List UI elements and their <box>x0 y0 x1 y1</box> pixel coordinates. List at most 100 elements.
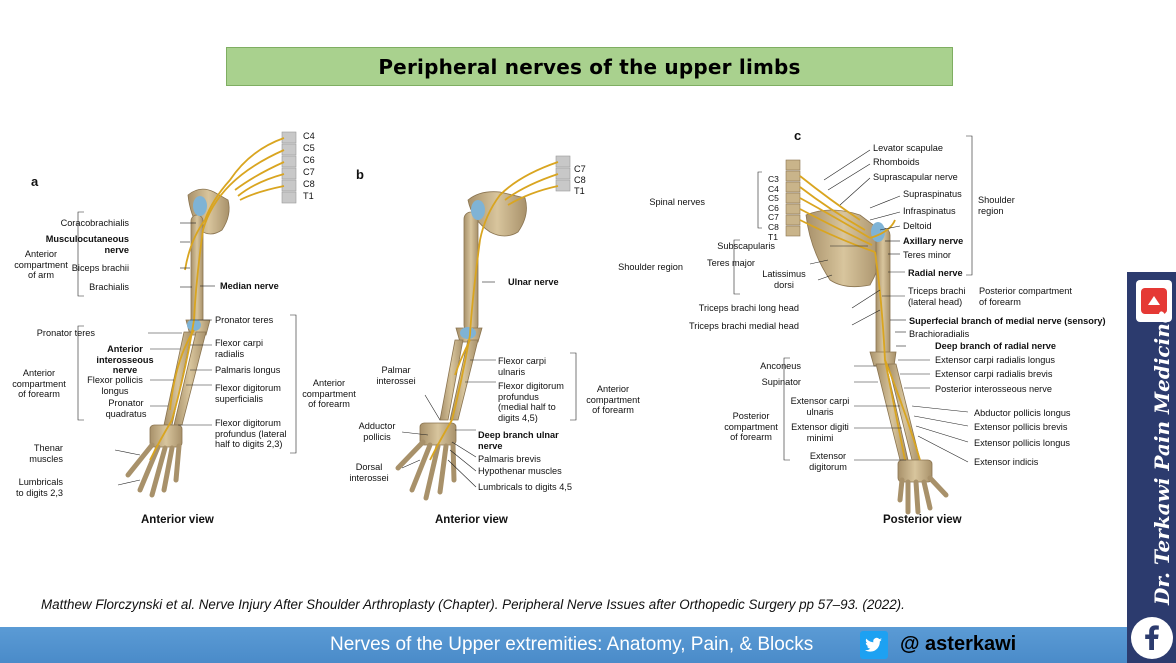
label-infraspinatus: Infraspinatus <box>903 206 956 216</box>
slide-title: Peripheral nerves of the upper limbs <box>378 54 801 79</box>
label-supraspinatus: Supraspinatus <box>903 189 962 199</box>
twitter-icon[interactable] <box>860 631 888 659</box>
panel-b-elbow <box>460 327 476 339</box>
panel-b-nerves <box>429 161 559 461</box>
panel-b-view-caption: Anterior view <box>435 514 508 526</box>
label-extensor-digiti-minimi: Extensor digiti minimi <box>791 422 849 443</box>
label-radial-nerve: Radial nerve <box>908 268 963 278</box>
label-rhomboids: Rhomboids <box>873 157 920 167</box>
label-subscapularis: Subscapularis <box>717 241 775 251</box>
root-label: T1 <box>768 231 778 242</box>
panel-a-fingers <box>125 442 182 498</box>
label-extensor-pollicis-longus: Extensor pollicis longus <box>974 438 1071 448</box>
panel-c-spine <box>785 159 801 237</box>
facebook-icon[interactable] <box>1131 617 1173 659</box>
label-extensor-carpi-radialis-longus: Extensor carpi radialis longus <box>935 355 1056 365</box>
label-lumbricals-a: Lumbricals to digits 2,3 <box>16 477 63 498</box>
panel-b-leaders <box>401 281 577 488</box>
citation: Matthew Florczynski et al. Nerve Injury … <box>41 597 905 612</box>
label-flexor-digitorum-profundus-b: Flexor digitorum profundus (medial half … <box>498 381 564 423</box>
label-teres-minor: Teres minor <box>903 250 951 260</box>
label-anconeus: Anconeus <box>760 361 801 371</box>
footer-bar: Nerves of the Upper extremities: Anatomy… <box>0 627 1127 663</box>
panel-a-letter: a <box>31 174 39 189</box>
label-extensor-carpi-ulnaris: Extensor carpi ulnaris <box>790 396 850 417</box>
label-flexor-carpi-radialis: Flexor carpi radialis <box>215 338 263 359</box>
root-label: C5 <box>303 143 315 154</box>
panel-b-joint <box>471 200 485 220</box>
label-median-nerve: Median nerve <box>220 281 279 291</box>
root-label: C6 <box>303 155 315 166</box>
label-superficial-branch: Superfecial branch of medial nerve (sens… <box>909 316 1106 326</box>
label-posterior-compartment-forearm: Posterior compartment of forearm <box>724 411 778 442</box>
label-brachioradialis: Brachioradialis <box>909 329 970 339</box>
label-levator-scapulae: Levator scapulae <box>873 143 943 153</box>
label-suprascapular-nerve: Suprascapular nerve <box>873 172 958 182</box>
label-extensor-indicis: Extensor indicis <box>974 457 1039 467</box>
label-extensor-digitorum: Extensor digitorum <box>809 451 847 472</box>
panel-c-leaders <box>733 135 973 463</box>
panel-a-spine <box>281 131 297 204</box>
label-flexor-digitorum-superficialis: Flexor digitorum superficialis <box>215 383 281 404</box>
label-coracobrachialis: Coracobrachialis <box>60 218 129 228</box>
root-label: C7 <box>303 167 315 178</box>
label-shoulder-region-right: Shoulder region <box>978 195 1015 216</box>
panel-b-fingers <box>395 439 457 501</box>
label-anterior-compartment-forearm-b: Anterior compartment of forearm <box>586 384 640 415</box>
anatomy-illustration <box>77 131 973 515</box>
root-label: C8 <box>574 175 586 185</box>
root-label: C7 <box>574 164 586 174</box>
panel-c-fingers <box>897 475 949 515</box>
label-flexor-carpi-ulnaris: Flexor carpi ulnaris <box>498 356 546 377</box>
label-biceps-brachii: Biceps brachii <box>71 263 129 273</box>
panel-c-view-caption: Posterior view <box>883 514 962 526</box>
footer-text: Nerves of the Upper extremities: Anatomy… <box>330 634 814 655</box>
twitter-handle[interactable]: @ asterkawi <box>900 633 1017 655</box>
root-label: C4 <box>768 183 779 194</box>
label-axillary-nerve: Axillary nerve <box>903 236 964 246</box>
panel-c-nerves <box>799 175 921 461</box>
label-pronator-quadratus: Pronator quadratus <box>105 398 147 419</box>
label-extensor-pollicis-brevis: Extensor pollicis brevis <box>974 422 1068 432</box>
label-deep-branch-radial: Deep branch of radial nerve <box>935 341 1057 351</box>
label-palmar-interossei: Palmar interossei <box>376 365 416 386</box>
label-lumbricals-b: Lumbricals to digits 4,5 <box>478 482 572 492</box>
root-label: C8 <box>303 179 315 190</box>
root-label: C6 <box>768 202 779 213</box>
label-supinator: Supinator <box>761 377 801 387</box>
label-latissimus-dorsi: Latissimus dorsi <box>762 269 806 290</box>
root-label: C4 <box>303 131 315 141</box>
label-dorsal-interossei: Dorsal interossei <box>349 462 389 483</box>
panel-a-root-labels: C4 C5 C6 C7 C8 T1 <box>303 130 315 203</box>
root-label: C7 <box>768 212 779 223</box>
author-sidebar <box>1127 272 1176 663</box>
label-ulnar-nerve: Ulnar nerve <box>508 277 559 287</box>
label-anterior-compartment-arm: Anterior compartment of arm <box>14 249 68 280</box>
label-flexor-digitorum-profundus-a: Flexor digitorum profundus (lateral half… <box>215 418 287 449</box>
label-flexor-pollicis-longus: Flexor pollicis longus <box>87 375 143 396</box>
label-spinal-nerves: Spinal nerves <box>649 197 705 207</box>
label-posterior-interosseous-nerve: Posterior interosseous nerve <box>935 384 1052 394</box>
author-name: Dr. Terkawi Pain Medicine <box>1150 310 1174 605</box>
panel-a-nerves <box>149 137 285 461</box>
label-palmaris-longus-a: Palmaris longus <box>215 365 281 375</box>
label-extensor-carpi-radialis-brevis: Extensor carpi radialis brevis <box>935 369 1053 379</box>
panel-c-root-labels: C3 C4 C5 C6 C7 C8 T1 <box>768 174 779 242</box>
label-anterior-compartment-forearm-right: Anterior compartment of forearm <box>302 378 356 409</box>
label-posterior-compartment-arm: Posterior compartment of forearm <box>979 286 1072 307</box>
label-deep-branch-ulnar-nerve: Deep branch ulnar nerve <box>478 430 559 451</box>
label-triceps-long-head: Triceps brachi long head <box>698 303 799 313</box>
panel-c-letter: c <box>794 128 802 143</box>
label-teres-major: Teres major <box>707 258 755 268</box>
label-brachialis: Brachialis <box>89 282 129 292</box>
root-label: C3 <box>768 174 779 184</box>
label-hypothenar-muscles: Hypothenar muscles <box>478 466 562 476</box>
youtube-icon[interactable] <box>1136 280 1172 322</box>
label-shoulder-region-left: Shoulder region <box>618 262 683 272</box>
label-deltoid: Deltoid <box>903 221 932 231</box>
label-anterior-compartment-forearm-left: Anterior compartment of forearm <box>12 368 66 399</box>
root-label: T1 <box>574 186 585 196</box>
label-triceps-lateral-head: Triceps brachi (lateral head) <box>908 286 966 307</box>
label-pronator-teres-right: Pronator teres <box>215 315 274 325</box>
